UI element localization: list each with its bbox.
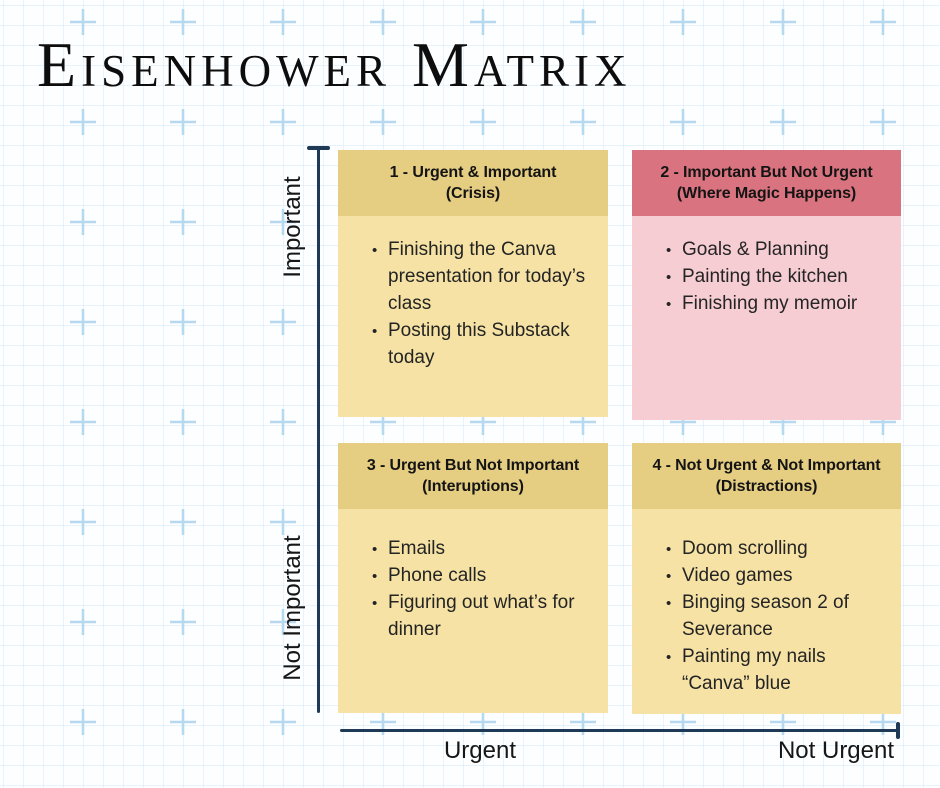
y-axis-top-cap — [307, 146, 330, 150]
quadrant-4-heading: 4 - Not Urgent & Not Important — [652, 457, 881, 474]
quadrant-3-subheading: (Interuptions) — [422, 478, 524, 495]
list-item: Phone calls — [372, 562, 590, 590]
quadrant-3-item-list: EmailsPhone callsFiguring out what’s for… — [338, 509, 608, 713]
x-axis-end-cap — [896, 722, 900, 739]
quadrant-3-heading: 3 - Urgent But Not Important — [366, 457, 580, 474]
list-item: Binging season 2 of Severance — [666, 589, 883, 643]
x-axis-label-urgent: Urgent — [443, 737, 517, 764]
quadrant-1-item-list: Finishing the Canva presentation for tod… — [338, 216, 608, 417]
y-axis-label-not-important: Not Important — [279, 535, 306, 681]
y-axis-label-important: Important — [279, 176, 306, 278]
quadrant-2-card: 2 - Important But Not Urgent (Where Magi… — [632, 150, 901, 420]
quadrant-2-heading: 2 - Important But Not Urgent — [660, 164, 873, 181]
list-item: Painting the kitchen — [666, 263, 883, 291]
quadrant-1-card: 1 - Urgent & Important (Crisis) Finishin… — [338, 150, 608, 417]
quadrant-1-header: 1 - Urgent & Important (Crisis) — [338, 150, 608, 216]
list-item: Emails — [372, 535, 590, 563]
list-item: Finishing the Canva presentation for tod… — [372, 236, 590, 317]
list-item: Video games — [666, 562, 883, 590]
quadrant-4-subheading: (Distractions) — [715, 478, 818, 495]
list-item: Posting this Substack today — [372, 317, 590, 371]
quadrant-1-subheading: (Crisis) — [445, 185, 501, 202]
list-item: Doom scrolling — [666, 535, 883, 563]
x-axis-label-not-urgent: Not Urgent — [777, 737, 895, 764]
quadrant-1-heading: 1 - Urgent & Important — [389, 164, 557, 181]
quadrant-4-item-list: Doom scrollingVideo gamesBinging season … — [632, 509, 901, 714]
quadrant-2-item-list: Goals & PlanningPainting the kitchenFini… — [632, 216, 901, 420]
list-item: Painting my nails “Canva” blue — [666, 643, 883, 697]
list-item: Finishing my memoir — [666, 290, 883, 318]
x-axis-line — [340, 729, 899, 732]
quadrant-2-header: 2 - Important But Not Urgent (Where Magi… — [632, 150, 901, 216]
list-item: Goals & Planning — [666, 236, 883, 264]
quadrant-2-subheading: (Where Magic Happens) — [676, 185, 857, 202]
list-item: Figuring out what’s for dinner — [372, 589, 590, 643]
quadrant-4-card: 4 - Not Urgent & Not Important (Distract… — [632, 443, 901, 714]
y-axis-line — [317, 147, 320, 713]
page-title: Eisenhower Matrix — [37, 29, 632, 100]
quadrant-3-card: 3 - Urgent But Not Important (Interuptio… — [338, 443, 608, 713]
quadrant-4-header: 4 - Not Urgent & Not Important (Distract… — [632, 443, 901, 509]
quadrant-3-header: 3 - Urgent But Not Important (Interuptio… — [338, 443, 608, 509]
